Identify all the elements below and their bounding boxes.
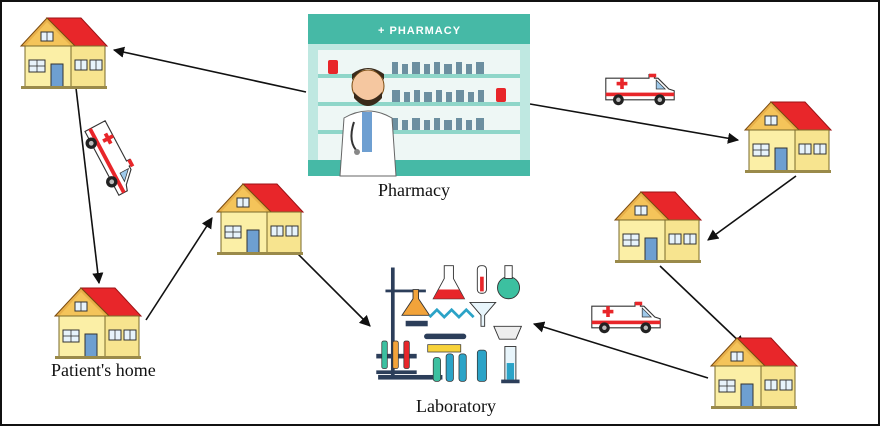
arrow-patients-home-to-house-middle: [145, 217, 213, 321]
arrow-house-right-middle-to-house-bottom-right: [659, 265, 745, 347]
pharmacy-label: Pharmacy: [378, 180, 450, 200]
laboratory-label: Laboratory: [416, 396, 496, 416]
route-arrows: [75, 46, 797, 379]
arrow-house-right-top-to-house-right-middle: [707, 175, 797, 241]
pharmacy-sign: + PHARMACY: [378, 25, 461, 37]
arrow-house-bottom-right-to-laboratory: [532, 321, 709, 379]
patients-home-label: Patient's home: [51, 360, 156, 380]
pharmacy-illustration: + PHARMACY: [308, 14, 530, 177]
arrow-house-top-left-to-patients-home: [75, 87, 104, 285]
arrow-house-middle-to-laboratory: [291, 247, 371, 327]
arrow-pharmacy-to-house-top-left: [112, 46, 307, 93]
arrow-pharmacy-to-house-right-top: [529, 103, 740, 144]
pharmacist-icon: [339, 68, 397, 177]
